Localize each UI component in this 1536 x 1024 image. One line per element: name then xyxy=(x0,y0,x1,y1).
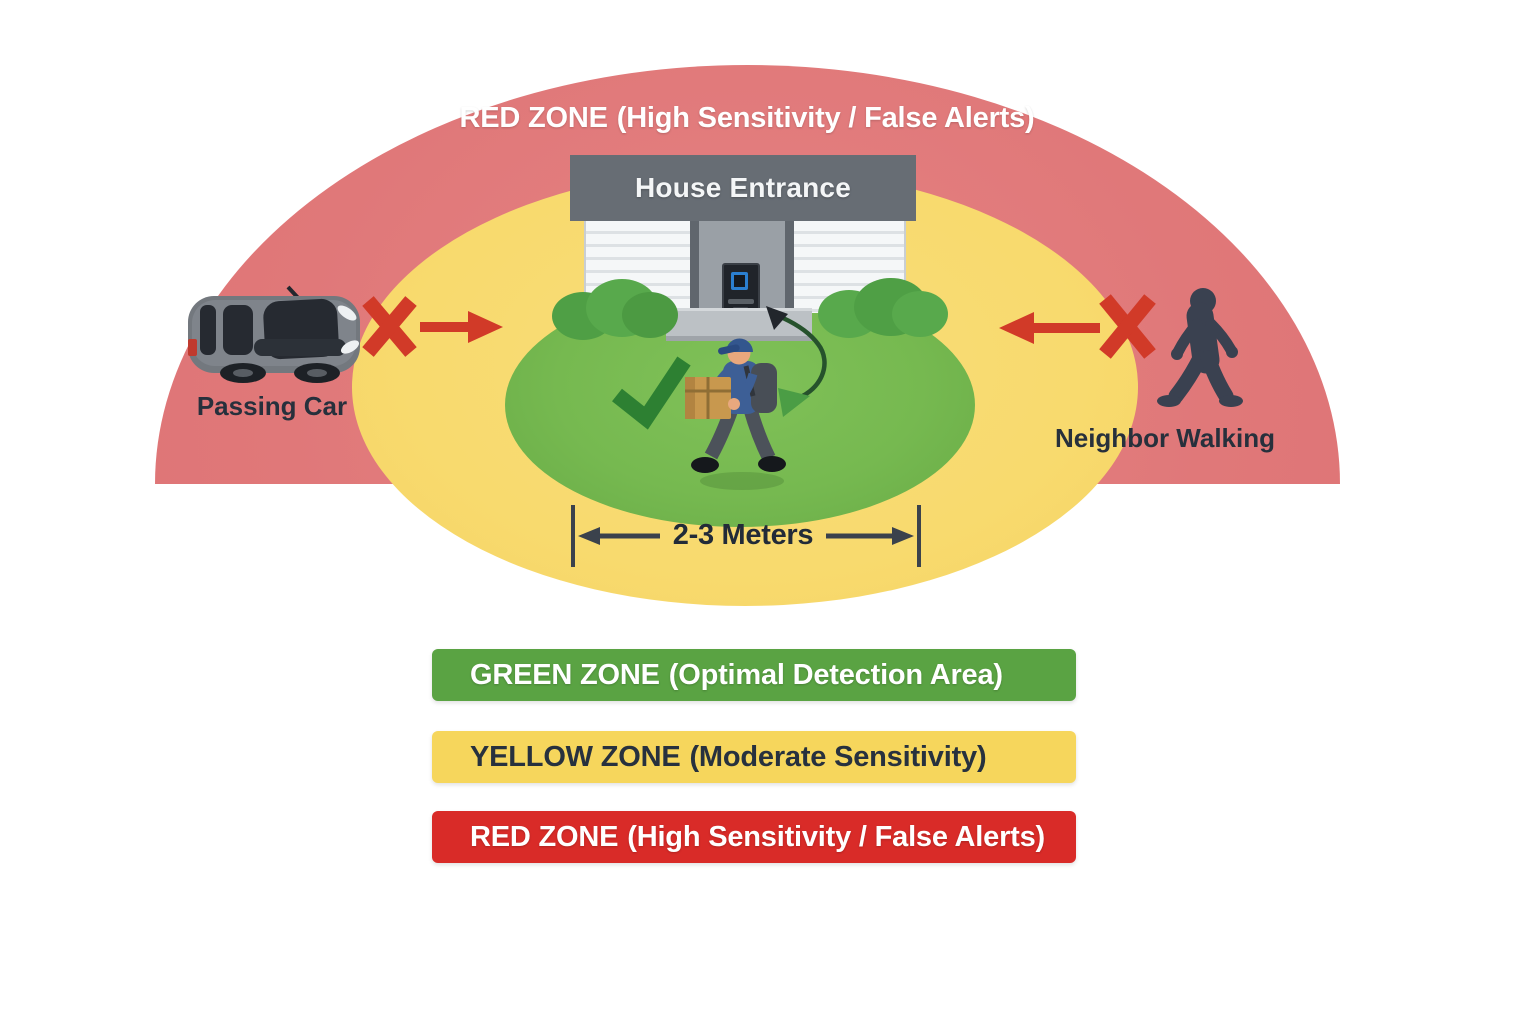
legend-green-zone-desc: (Optimal Detection Area) xyxy=(668,658,1003,691)
house-entrance-sign: House Entrance xyxy=(570,155,916,221)
legend-green-zone: GREEN ZONE(Optimal Detection Area) xyxy=(432,649,1076,701)
legend-red-zone: RED ZONE(High Sensitivity / False Alerts… xyxy=(432,811,1076,863)
red-zone-label: RED ZONE(High Sensitivity / False Alerts… xyxy=(347,102,1147,135)
legend-red-zone-name: RED ZONE xyxy=(470,820,619,853)
bush-icon xyxy=(892,291,948,337)
porch-edge xyxy=(666,336,812,341)
neighbor-walking-label: Neighbor Walking xyxy=(1054,423,1276,453)
legend-yellow-zone: YELLOW ZONE(Moderate Sensitivity) xyxy=(432,731,1076,783)
legend-red-zone-desc: (High Sensitivity / False Alerts) xyxy=(627,820,1046,853)
passing-car-label: Passing Car xyxy=(196,391,348,421)
red-zone-label-name: RED ZONE xyxy=(459,102,608,134)
legend-green-zone-name: GREEN ZONE xyxy=(470,658,660,691)
red-zone-label-desc: (High Sensitivity / False Alerts) xyxy=(616,102,1035,134)
legend-yellow-zone-name: YELLOW ZONE xyxy=(470,740,681,773)
house-entrance-label: House Entrance xyxy=(635,172,851,203)
distance-label: 2-3 Meters xyxy=(672,519,814,551)
doorbell-screen-icon xyxy=(731,272,748,290)
legend-yellow-zone-desc: (Moderate Sensitivity) xyxy=(689,740,987,773)
door-handle xyxy=(728,299,754,304)
bush-icon xyxy=(622,292,678,338)
porch-step xyxy=(666,308,812,338)
